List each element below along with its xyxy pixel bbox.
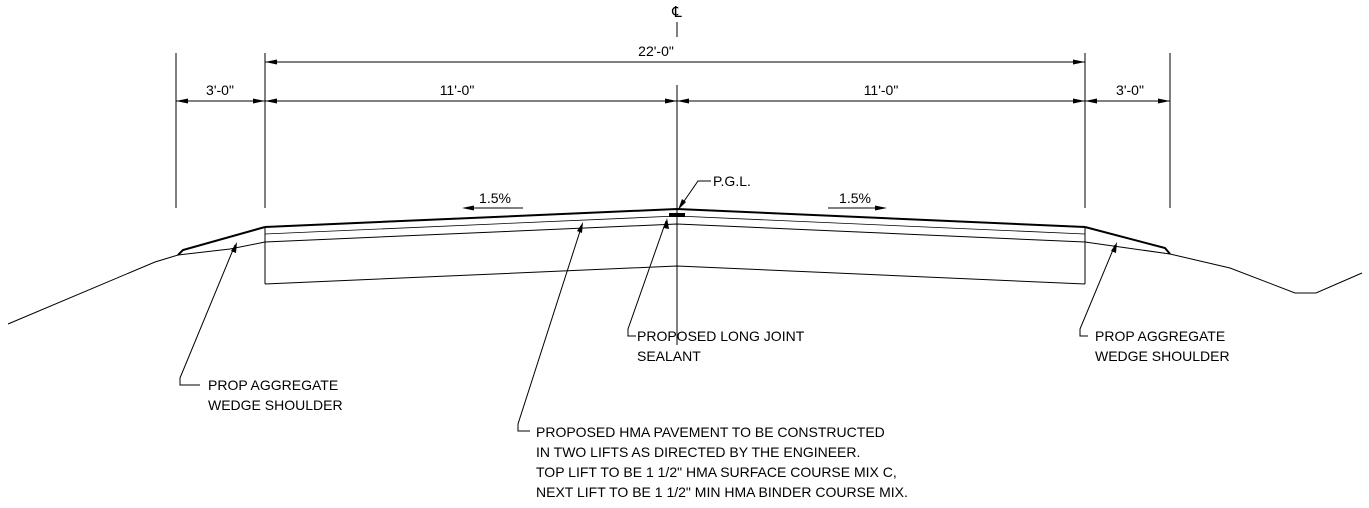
leader-pgl (679, 180, 711, 208)
arrowhead-ll-left (265, 98, 277, 104)
label-long-joint-line1: PROPOSED LONG JOINT (637, 328, 805, 344)
slope-right-label: 1.5% (839, 190, 871, 206)
centerline-symbol: ℄ (671, 4, 682, 21)
arrowhead-rl-right (1073, 98, 1085, 104)
label-right-shoulder-line1: PROP AGGREGATE (1095, 328, 1225, 344)
slope-right-arrowhead (875, 205, 887, 211)
leader-right-shoulder-arrowhead (1111, 242, 1117, 253)
leader-left-shoulder (179, 244, 236, 386)
pavement-subbase-bottom (264, 265, 1086, 285)
arrowhead-ls-right (253, 98, 265, 104)
left-wedge-shoulder-top (177, 226, 266, 256)
hma-note-line3: TOP LIFT TO BE 1 1/2" HMA SURFACE COURSE… (536, 464, 897, 480)
long-joint-sealant (669, 213, 685, 217)
dimension-left-shoulder-label: 3'-0" (206, 82, 234, 98)
label-right-shoulder-line2: WEDGE SHOULDER (1095, 348, 1230, 364)
label-left-shoulder-line2: WEDGE SHOULDER (208, 397, 343, 413)
hma-note-line4: NEXT LIFT TO BE 1 1/2" MIN HMA BINDER CO… (536, 484, 908, 500)
leader-hma-note (517, 224, 583, 432)
arrowhead-ll-right (665, 98, 677, 104)
dimension-left-lane-label: 11'-0" (440, 82, 475, 98)
dimension-right-lane-label: 11'-0" (864, 82, 899, 98)
leader-right-shoulder (1079, 244, 1116, 337)
dimension-total-label: 22'-0" (638, 43, 674, 59)
ground-line-right (1084, 241, 1363, 294)
ground-line-left (7, 241, 266, 325)
leader-long-joint-arrowhead (664, 218, 669, 229)
label-left-shoulder-line1: PROP AGGREGATE (208, 377, 338, 393)
arrowhead-rl-left (677, 98, 689, 104)
leader-left-shoulder-arrowhead (231, 242, 237, 253)
arrowhead-total-right (1073, 59, 1085, 65)
label-pgl: P.G.L. (713, 173, 751, 189)
hma-note-line1: PROPOSED HMA PAVEMENT TO BE CONSTRUCTED (536, 424, 885, 440)
leader-long-joint (627, 220, 667, 337)
pavement-top-surface (264, 207, 1086, 228)
dimension-right-shoulder-label: 3'-0" (1116, 82, 1144, 98)
slope-left-arrowhead (462, 205, 474, 211)
arrowhead-total-left (265, 59, 277, 65)
label-long-joint-line2: SEALANT (637, 348, 701, 364)
arrowhead-ls-left (176, 98, 188, 104)
slope-left-label: 1.5% (479, 190, 511, 206)
hma-note-line2: IN TWO LIFTS AS DIRECTED BY THE ENGINEER… (536, 444, 860, 460)
leader-hma-note-arrowhead (577, 222, 583, 233)
pavement-lift-line (264, 215, 1086, 235)
arrowhead-rs-right (1158, 98, 1170, 104)
leader-pgl-arrowhead (678, 199, 686, 210)
pavement-lift-line-2 (264, 223, 1086, 243)
right-wedge-shoulder-top (1084, 226, 1171, 255)
arrowhead-rs-left (1085, 98, 1097, 104)
